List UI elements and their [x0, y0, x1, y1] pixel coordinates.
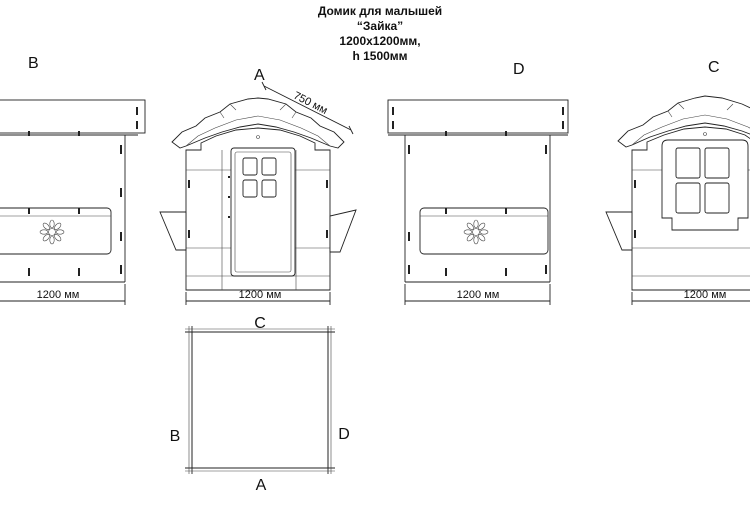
view-b-label: B — [28, 55, 39, 72]
view-b-side: B — [0, 55, 146, 305]
title-line-3: 1200х1200мм, — [339, 34, 421, 48]
plan-label-top: C — [254, 315, 266, 332]
view-d-dimension: 1200 мм — [457, 289, 500, 301]
view-d-side: D — [387, 61, 569, 305]
plan-view: C B D A — [170, 315, 350, 494]
plan-label-bottom: A — [256, 477, 267, 494]
title-line-2: “Зайка” — [356, 19, 404, 33]
view-c-back: C 1200 мм — [605, 59, 750, 305]
view-a-roof — [171, 97, 345, 149]
view-a-dimension: 1200 мм — [239, 289, 282, 301]
plan-label-right: D — [338, 426, 350, 443]
plan-label-left: B — [170, 428, 181, 445]
view-c-dimension: 1200 мм — [684, 289, 727, 301]
title-line-1: Домик для малышей — [317, 4, 443, 18]
view-b-roof — [0, 99, 146, 134]
view-a-door-pane — [242, 157, 258, 176]
view-a-label: A — [254, 67, 265, 84]
view-c-roof — [617, 95, 750, 148]
view-a-front: A 750 мм — [159, 67, 357, 305]
title-line-4: h 1500мм — [352, 49, 408, 63]
plan-square — [191, 331, 329, 469]
view-b-flower-cutout — [39, 219, 65, 245]
view-d-planter — [419, 207, 549, 255]
view-d-label: D — [513, 61, 525, 78]
view-c-window-pane — [675, 147, 701, 179]
drawing-title: Домик для малышей “Зайка” 1200х1200мм, h… — [270, 4, 490, 64]
view-d-roof — [387, 99, 569, 134]
view-c-label: C — [708, 59, 720, 76]
view-b-dimension: 1200 мм — [37, 289, 80, 301]
view-d-flower-cutout — [463, 219, 489, 245]
